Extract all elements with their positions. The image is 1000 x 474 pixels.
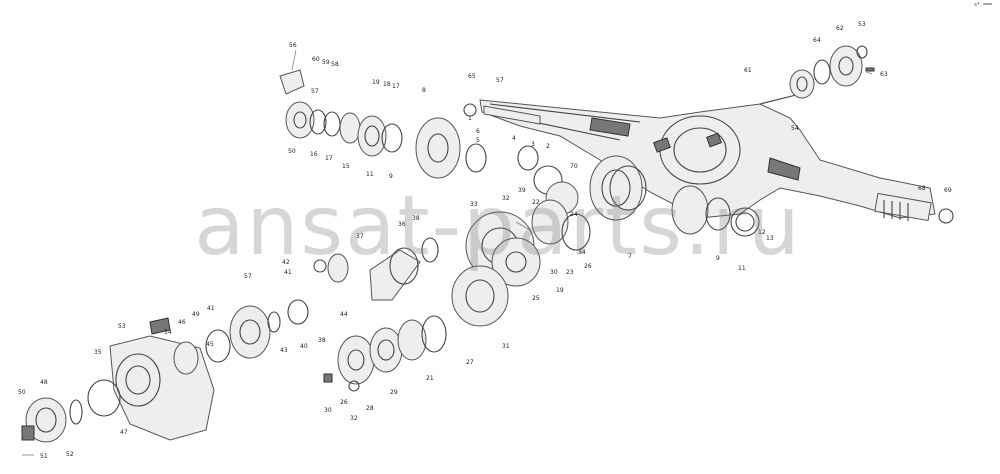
callout-48: 48 xyxy=(40,379,48,386)
callout-61: 61 xyxy=(744,67,752,74)
callout-51: 51 xyxy=(40,453,48,460)
callout-65: 65 xyxy=(468,73,476,80)
callout-50: 50 xyxy=(288,148,296,155)
callout-18: 18 xyxy=(383,81,391,88)
upper-shaft-assembly xyxy=(279,69,541,179)
callout-32: 32 xyxy=(502,195,510,202)
callout-27: 27 xyxy=(466,359,474,366)
callout-29: 29 xyxy=(390,389,398,396)
callout-70: 70 xyxy=(570,163,578,170)
corner-mark: s* === xyxy=(973,2,992,8)
callout-39: 39 xyxy=(518,187,526,194)
callout-16: 16 xyxy=(310,151,318,158)
callout-3: 3 xyxy=(531,141,535,148)
callout-8: 8 xyxy=(422,87,426,94)
callout-50b: 50 xyxy=(18,389,26,396)
callout-41b: 41 xyxy=(207,305,215,312)
callout-34: 34 xyxy=(578,249,586,256)
callout-labels: 56 60 59 58 57 50 16 17 15 11 9 19 18 17… xyxy=(18,21,952,460)
callout-52: 52 xyxy=(66,451,74,458)
callout-41: 41 xyxy=(284,269,292,276)
callout-54: 54 xyxy=(791,125,799,132)
callout-5: 5 xyxy=(476,137,480,144)
callout-23: 23 xyxy=(566,269,574,276)
callout-68: 68 xyxy=(918,185,926,192)
callout-33: 33 xyxy=(470,201,478,208)
leader-lines xyxy=(22,49,873,456)
callout-56: 56 xyxy=(289,42,297,49)
callout-46: 46 xyxy=(178,319,186,326)
callout-38b: 38 xyxy=(318,337,326,344)
callout-40: 40 xyxy=(300,343,308,350)
callout-19: 19 xyxy=(372,79,380,86)
callout-13: 13 xyxy=(766,235,774,242)
axle-end-flange xyxy=(730,45,954,237)
callout-30b: 30 xyxy=(324,407,332,414)
callout-58: 58 xyxy=(331,61,339,68)
callout-62: 62 xyxy=(836,25,844,32)
callout-36: 36 xyxy=(398,221,406,228)
callout-12: 12 xyxy=(758,229,766,236)
callout-60: 60 xyxy=(312,56,320,63)
callout-26: 26 xyxy=(584,263,592,270)
callout-38: 38 xyxy=(412,215,420,222)
callout-44: 44 xyxy=(340,311,348,318)
callout-17: 17 xyxy=(325,155,333,162)
callout-7: 7 xyxy=(628,253,632,260)
callout-69: 69 xyxy=(944,187,952,194)
callout-24: 24 xyxy=(570,211,578,218)
callout-57: 57 xyxy=(311,88,319,95)
callout-4: 4 xyxy=(512,135,516,142)
callout-35: 35 xyxy=(94,349,102,356)
callout-53: 53 xyxy=(858,21,866,28)
callout-28: 28 xyxy=(366,405,374,412)
pinion-and-housing xyxy=(21,299,309,443)
callout-54b: 54 xyxy=(164,329,172,336)
callout-19b: 19 xyxy=(556,287,564,294)
callout-53b: 53 xyxy=(118,323,126,330)
callout-15: 15 xyxy=(342,163,350,170)
callout-37: 37 xyxy=(356,233,364,240)
callout-17b: 17 xyxy=(392,83,400,90)
callout-64: 64 xyxy=(813,37,821,44)
callout-2: 2 xyxy=(546,143,550,150)
callout-30: 30 xyxy=(550,269,558,276)
callout-9: 9 xyxy=(389,173,393,180)
callout-63: 63 xyxy=(880,71,888,78)
callout-25: 25 xyxy=(532,295,540,302)
gear-cluster-middle xyxy=(313,199,591,327)
callout-6: 6 xyxy=(476,128,480,135)
callout-49: 49 xyxy=(192,311,200,318)
callout-47: 47 xyxy=(120,429,128,436)
callout-57c: 57 xyxy=(244,273,252,280)
callout-21: 21 xyxy=(426,375,434,382)
callout-42: 42 xyxy=(282,259,290,266)
callout-45: 45 xyxy=(206,341,214,348)
callout-1: 1 xyxy=(468,115,472,122)
callout-59: 59 xyxy=(322,59,330,66)
callout-43: 43 xyxy=(280,347,288,354)
callout-57b: 57 xyxy=(496,77,504,84)
callout-31: 31 xyxy=(502,343,510,350)
callout-26b: 26 xyxy=(340,399,348,406)
callout-9b: 9 xyxy=(716,255,720,262)
callout-11: 11 xyxy=(366,171,374,178)
callout-32b: 32 xyxy=(350,415,358,422)
lower-disc-stack xyxy=(323,315,447,392)
axle-housing xyxy=(479,93,936,222)
callout-22: 22 xyxy=(532,199,540,206)
callout-11b: 11 xyxy=(738,265,746,272)
